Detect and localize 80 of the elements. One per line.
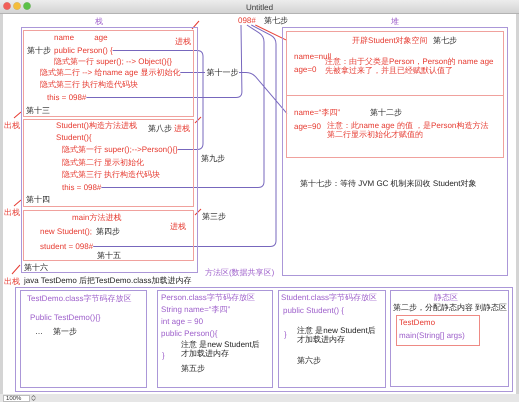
step-label: 第十五 xyxy=(97,251,121,260)
note-text: 注意：此name age 的值 ，是Person构造方法第二行显示初始化才赋值的 xyxy=(327,121,490,139)
field-names: name age xyxy=(54,33,108,42)
connector-line xyxy=(86,24,242,98)
code-line: Public TestDemo(){} xyxy=(30,313,101,322)
code-line: main(String[] args) xyxy=(399,331,465,340)
step-label: 第五步 xyxy=(181,364,205,373)
pop-label: 出栈 xyxy=(4,277,20,286)
push-label: 进栈 xyxy=(170,222,186,231)
code-line: 隐式第一行 super(); --> Object(){} xyxy=(54,57,172,66)
code-line: this = 098# xyxy=(62,183,102,192)
area-title: 堆 xyxy=(391,17,399,26)
section-title: Student()构造方法进栈 xyxy=(56,121,137,130)
class-area-box xyxy=(278,290,386,388)
code-line: 隐式第二行 显示初始化 xyxy=(62,158,144,167)
code-line: public Student() { xyxy=(283,306,344,315)
area-title: 栈 xyxy=(95,17,103,26)
box-title: Student.class字节码存放区 xyxy=(281,293,378,302)
step-label: 第十步 xyxy=(27,46,51,55)
push-label: 进栈 xyxy=(175,37,191,46)
field-value: name=“李四” xyxy=(294,108,340,117)
code-line: } xyxy=(162,351,165,360)
code-line: int age = 90 xyxy=(161,317,204,326)
push-label: 进栈 xyxy=(174,124,190,133)
code-line: student = 098# xyxy=(40,242,94,251)
step-label: 第十四 xyxy=(26,195,50,204)
box-title: 静态区 xyxy=(434,293,458,302)
code-line: 隐式第一行 super();-->Person(){} xyxy=(62,145,178,154)
stack-frame xyxy=(23,30,194,117)
step-label: 第十三 xyxy=(26,106,50,115)
note-text: 注意 是new Student后才加载进内存 xyxy=(181,340,261,358)
window-title: Untitled xyxy=(246,3,274,12)
class-area-box xyxy=(20,290,147,388)
step-label: 第七步 xyxy=(433,36,457,45)
edge-label: 第十一步 xyxy=(205,68,240,77)
code-line: public Person(){ xyxy=(161,329,218,338)
note-text: 第十七步：等待 JVM GC 机制来回收 Student对象 xyxy=(300,179,476,188)
code-line: 隐式第三行 执行构造代码块 xyxy=(40,80,138,89)
stack-frame xyxy=(23,210,194,261)
step-label: 第一步 xyxy=(53,327,77,336)
connector-line xyxy=(92,24,276,247)
field-value: age=90 xyxy=(294,122,321,131)
static-area-box xyxy=(390,290,509,387)
section-title: main方法进栈 xyxy=(72,213,122,222)
box-title: TestDemo.class字节码存放区 xyxy=(27,294,132,303)
code-line: new Student(); xyxy=(40,227,92,236)
pop-label: 出栈 xyxy=(4,121,20,130)
step-label: 第四步 xyxy=(96,227,120,236)
class-name: TestDemo xyxy=(399,318,436,327)
step-label: 第六步 xyxy=(297,356,321,365)
step-label: 第十二步 xyxy=(370,108,402,117)
code-line: public Person() { xyxy=(54,46,113,55)
step-label: 第八步 xyxy=(148,124,172,133)
address-label: 098# xyxy=(238,16,256,25)
code-line: String name=“李四” xyxy=(161,305,230,314)
step-label: 第三步 xyxy=(202,212,226,221)
note-text: 注意：由于父类是Person，Person的 name age先被拿过来了，并且已经赋默认值了 xyxy=(325,57,494,75)
code-line: } xyxy=(284,330,287,339)
class-area-box xyxy=(157,290,273,388)
step-label: 第九步 xyxy=(201,154,225,163)
static-content-box xyxy=(396,315,480,346)
object-box xyxy=(286,31,504,158)
connector-line xyxy=(100,24,264,188)
code-line: this = 098# xyxy=(47,93,86,102)
section-title: 开辟Student对象空间 xyxy=(352,36,428,45)
step-label: 第十六 xyxy=(24,263,48,272)
area-title: 方法区(数据共享区) xyxy=(205,268,274,277)
ellipsis-text: … xyxy=(35,327,43,336)
field-value: age=0 xyxy=(294,65,316,74)
code-line: 隐式第二行 --> 给name age 显示初始化 xyxy=(40,68,180,77)
note-text: 注意 是new Student后才加载进内存 xyxy=(297,326,377,344)
step-label: 第七步 xyxy=(264,16,288,25)
code-line: Student(){ xyxy=(56,133,92,142)
connector-line xyxy=(112,50,204,150)
note-text: 第二步，分配静态内容 到静态区 xyxy=(393,303,508,312)
connector-line xyxy=(254,24,286,40)
pop-label: 出栈 xyxy=(4,208,20,217)
code-line: 隐式第三行 执行构造代码块 xyxy=(62,170,160,179)
annotation-text: java TestDemo 后把TestDemo.class加载进内存 xyxy=(24,276,192,285)
box-title: Person.class字节码存放区 xyxy=(161,293,255,302)
